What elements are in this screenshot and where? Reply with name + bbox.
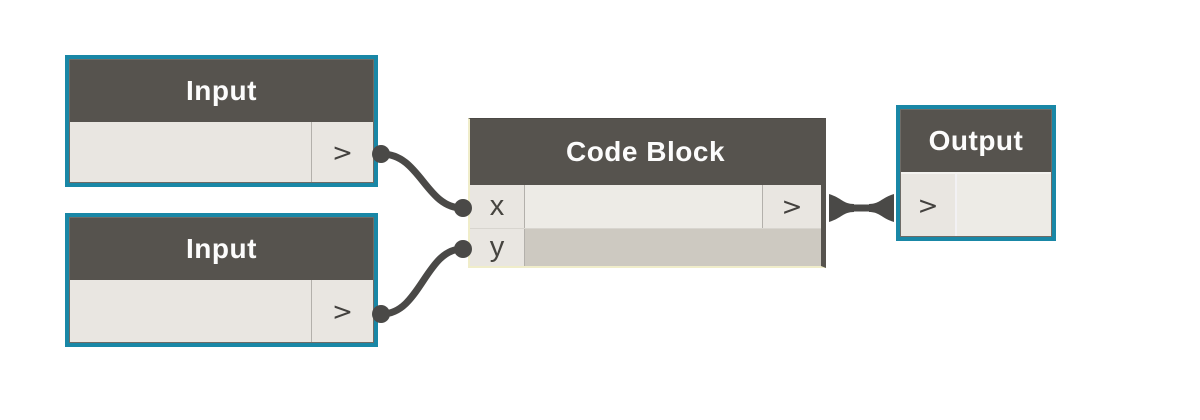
node-input-bottom[interactable]: Input > <box>65 213 378 347</box>
output-port[interactable]: > <box>763 185 821 228</box>
port-nub-trumpet-right <box>869 194 894 222</box>
input-value-field[interactable] <box>70 122 311 182</box>
node-output[interactable]: Output > <box>896 105 1056 241</box>
output-value-field[interactable] <box>957 174 1051 236</box>
output-port[interactable]: > <box>311 280 373 342</box>
code-editor-field[interactable] <box>525 185 763 228</box>
node-title: Input <box>186 233 257 264</box>
wire-input-bottom-to-codeblock-y[interactable] <box>378 245 466 318</box>
node-input-top-body: > <box>70 122 373 182</box>
node-output-frame: Output > <box>900 109 1052 237</box>
node-output-body: > <box>901 172 1051 236</box>
chevron-right-port-icon: > <box>917 190 939 220</box>
node-output-header[interactable]: Output <box>901 110 1051 172</box>
chevron-right-port-icon: > <box>332 137 353 167</box>
node-input-bottom-frame: Input > <box>69 217 374 343</box>
input-port-x[interactable]: x <box>470 185 525 228</box>
input-port[interactable]: > <box>901 174 957 236</box>
chevron-right-port-icon: > <box>332 296 353 326</box>
node-title: Output <box>928 125 1024 156</box>
port-label-x: x <box>489 190 505 222</box>
input-value-field[interactable] <box>70 280 311 342</box>
node-title: Code Block <box>565 136 726 167</box>
input-port-y[interactable]: y <box>470 229 525 266</box>
node-input-top-header[interactable]: Input <box>70 60 373 122</box>
output-port[interactable]: > <box>311 122 373 182</box>
code-block-row-y: y <box>470 228 821 266</box>
wire-input-top-to-codeblock-x[interactable] <box>378 150 466 212</box>
node-input-top[interactable]: Input > <box>65 55 378 187</box>
node-input-top-frame: Input > <box>69 59 374 183</box>
node-code-block[interactable]: Code Block x > y <box>468 118 826 268</box>
chevron-right-port-icon: > <box>781 192 803 221</box>
port-nub-trumpet-left <box>829 194 854 222</box>
code-block-lower-area <box>525 229 821 266</box>
node-input-bottom-header[interactable]: Input <box>70 218 373 280</box>
node-title: Input <box>186 75 257 106</box>
node-code-block-header[interactable]: Code Block <box>470 119 821 185</box>
port-label-y: y <box>489 231 505 263</box>
code-block-row-x: x > <box>470 185 821 228</box>
node-input-bottom-body: > <box>70 280 373 342</box>
